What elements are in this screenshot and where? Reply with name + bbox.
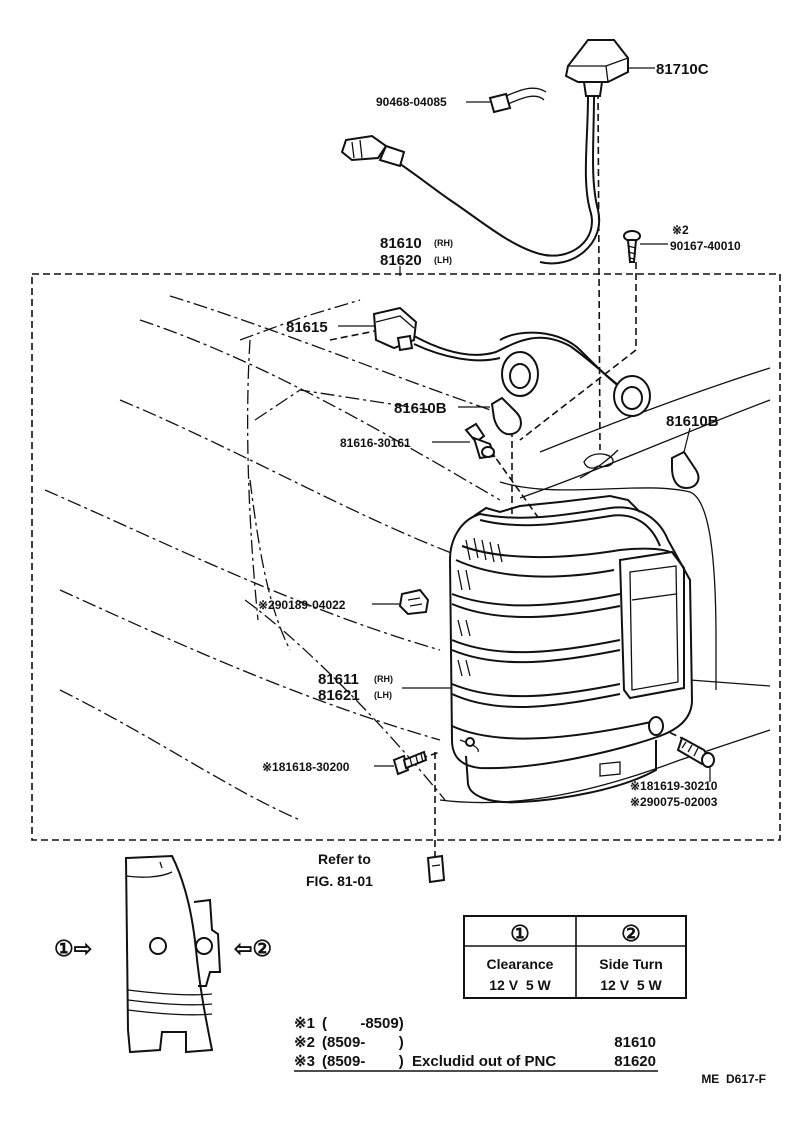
label-bulb-right: 81610B	[666, 413, 719, 430]
legend-col2-name: Side Turn	[599, 956, 663, 972]
refer-clip-part	[426, 854, 446, 884]
arrow-indicator-left: ①⇨	[54, 936, 92, 961]
bulb-legend-table: ① ② Clearance Side Turn 12 V 5 W 12 V 5 …	[463, 915, 687, 999]
note-3-text: (8509- ) Excludid out of PNC	[322, 1053, 556, 1070]
note-3-mark: ※3	[294, 1053, 315, 1070]
note-2-pnc: 81610	[614, 1034, 656, 1051]
legend-col1-spec: 12 V 5 W	[489, 977, 551, 993]
assembly-boundary-box	[31, 273, 781, 841]
body-panel-outline	[44, 295, 521, 821]
side-view-hole-left	[149, 937, 167, 955]
lamp-harness	[413, 331, 651, 417]
bulb-right-part	[671, 450, 700, 490]
label-refer-line1: Refer to	[318, 851, 371, 867]
label-screw-top-mark: ※2	[672, 223, 689, 237]
legend-col2-spec: 12 V 5 W	[600, 977, 662, 993]
note-2-mark: ※2	[294, 1034, 315, 1051]
note-2-text: (8509- )	[322, 1034, 404, 1051]
label-switch: 81710C	[656, 61, 709, 78]
bulb-left-part	[490, 396, 522, 436]
switch-wire	[393, 95, 601, 265]
notes-block: ※1 ( -8509) ※2 (8509- ) 81610 ※3 (8509- …	[294, 1015, 658, 1072]
label-small-socket: 81616-30161	[340, 436, 411, 450]
label-lens-rh-side: (RH)	[374, 674, 393, 684]
lamp-side-view	[124, 854, 222, 1054]
label-screw-right-2: ※290075-02003	[630, 795, 718, 809]
label-assembly-rh: 81610	[380, 235, 422, 252]
label-screw-top: 90167-40010	[670, 239, 741, 253]
label-assembly-lh-side: (LH)	[434, 255, 452, 265]
note-1-text: ( -8509)	[322, 1015, 404, 1032]
note-3-pnc: 81620	[614, 1053, 656, 1070]
clip-nut-part	[398, 588, 430, 616]
label-socket: 81615	[286, 319, 328, 336]
side-view-hole-right	[195, 937, 213, 955]
small-socket-part	[464, 422, 496, 460]
legend-col1-number: ①	[510, 921, 530, 946]
figure-code: ME D617-F	[701, 1072, 766, 1086]
screw-left-part	[392, 750, 428, 776]
wire-plug-part	[340, 134, 406, 168]
label-assembly-lh: 81620	[380, 252, 422, 269]
label-lens-lh-side: (LH)	[374, 690, 392, 700]
door-switch-part	[564, 39, 629, 97]
label-screw-left: ※181618-30200	[262, 760, 350, 774]
socket-connector-part	[372, 306, 418, 352]
tail-lamp-lens	[448, 494, 694, 804]
label-lens-lh: 81621	[318, 687, 360, 704]
label-screw-right-1: ※181619-30210	[630, 779, 718, 793]
label-nut: ※290189-04022	[258, 598, 346, 612]
legend-col1-name: Clearance	[487, 956, 554, 972]
arrow-indicator-right: ⇦②	[234, 936, 272, 961]
label-lens-rh: 81611	[318, 671, 359, 688]
screw-top-part	[623, 230, 641, 263]
mount-hole	[583, 453, 614, 469]
label-bulb-left: 81610B	[394, 400, 447, 417]
label-clip: 90468-04085	[376, 95, 447, 109]
label-assembly-rh-side: (RH)	[434, 238, 453, 248]
note-1-mark: ※1	[294, 1015, 315, 1032]
bulb-right-leader	[683, 427, 691, 453]
clip-part	[488, 87, 547, 114]
screw-right-part	[648, 716, 715, 768]
legend-col2-number: ②	[621, 921, 641, 946]
body-cutout-outline	[439, 367, 771, 804]
label-refer-line2: FIG. 81-01	[306, 873, 373, 889]
